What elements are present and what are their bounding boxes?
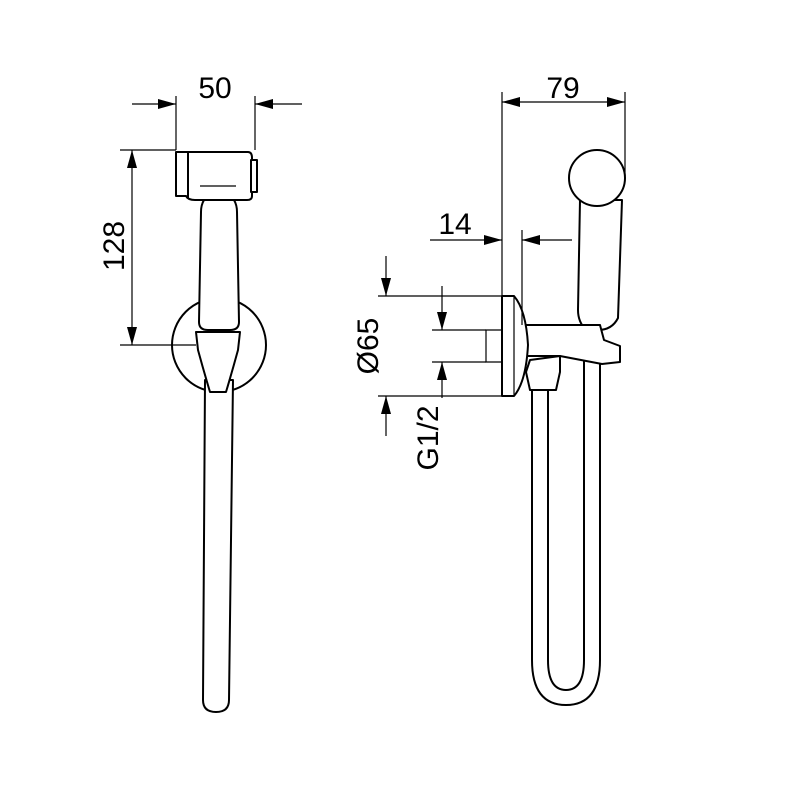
side-spray-head bbox=[568, 149, 626, 207]
side-hose-inner bbox=[547, 339, 585, 691]
front-head-button bbox=[250, 159, 258, 193]
dim-14-label: 14 bbox=[438, 208, 471, 241]
dim-50-arrow-left bbox=[158, 99, 176, 109]
front-handle bbox=[198, 191, 240, 331]
side-rosette bbox=[501, 295, 529, 397]
side-handle bbox=[577, 199, 623, 331]
front-hose bbox=[202, 379, 234, 713]
dim-14-arrow-right bbox=[522, 235, 540, 245]
side-view: 79 14 Ø65 G1/2 bbox=[352, 72, 626, 706]
dim-14-arrow-left bbox=[484, 235, 502, 245]
dim-79-arrow-right bbox=[607, 97, 625, 107]
dim-g12-arrow-bottom bbox=[437, 362, 447, 380]
dim-79-label: 79 bbox=[546, 72, 579, 105]
side-thread bbox=[485, 329, 502, 363]
dim-65-label: Ø65 bbox=[352, 318, 385, 375]
front-view: 50 128 bbox=[98, 72, 302, 713]
dim-65-arrow-top bbox=[381, 278, 391, 296]
dim-128-arrow-top bbox=[127, 150, 137, 168]
dim-50-arrow-right bbox=[255, 99, 273, 109]
dim-50-label: 50 bbox=[198, 72, 231, 105]
side-holder bbox=[521, 324, 621, 365]
side-hose bbox=[531, 339, 601, 706]
dim-128-arrow-bottom bbox=[127, 327, 137, 345]
dim-128-label: 128 bbox=[98, 221, 131, 271]
dim-g12-arrow-top bbox=[437, 312, 447, 330]
dim-79-arrow-left bbox=[502, 97, 520, 107]
dim-65-arrow-bottom bbox=[381, 396, 391, 414]
front-holder bbox=[195, 331, 241, 393]
side-connector bbox=[525, 355, 561, 391]
dim-g12-label: G1/2 bbox=[412, 405, 445, 470]
